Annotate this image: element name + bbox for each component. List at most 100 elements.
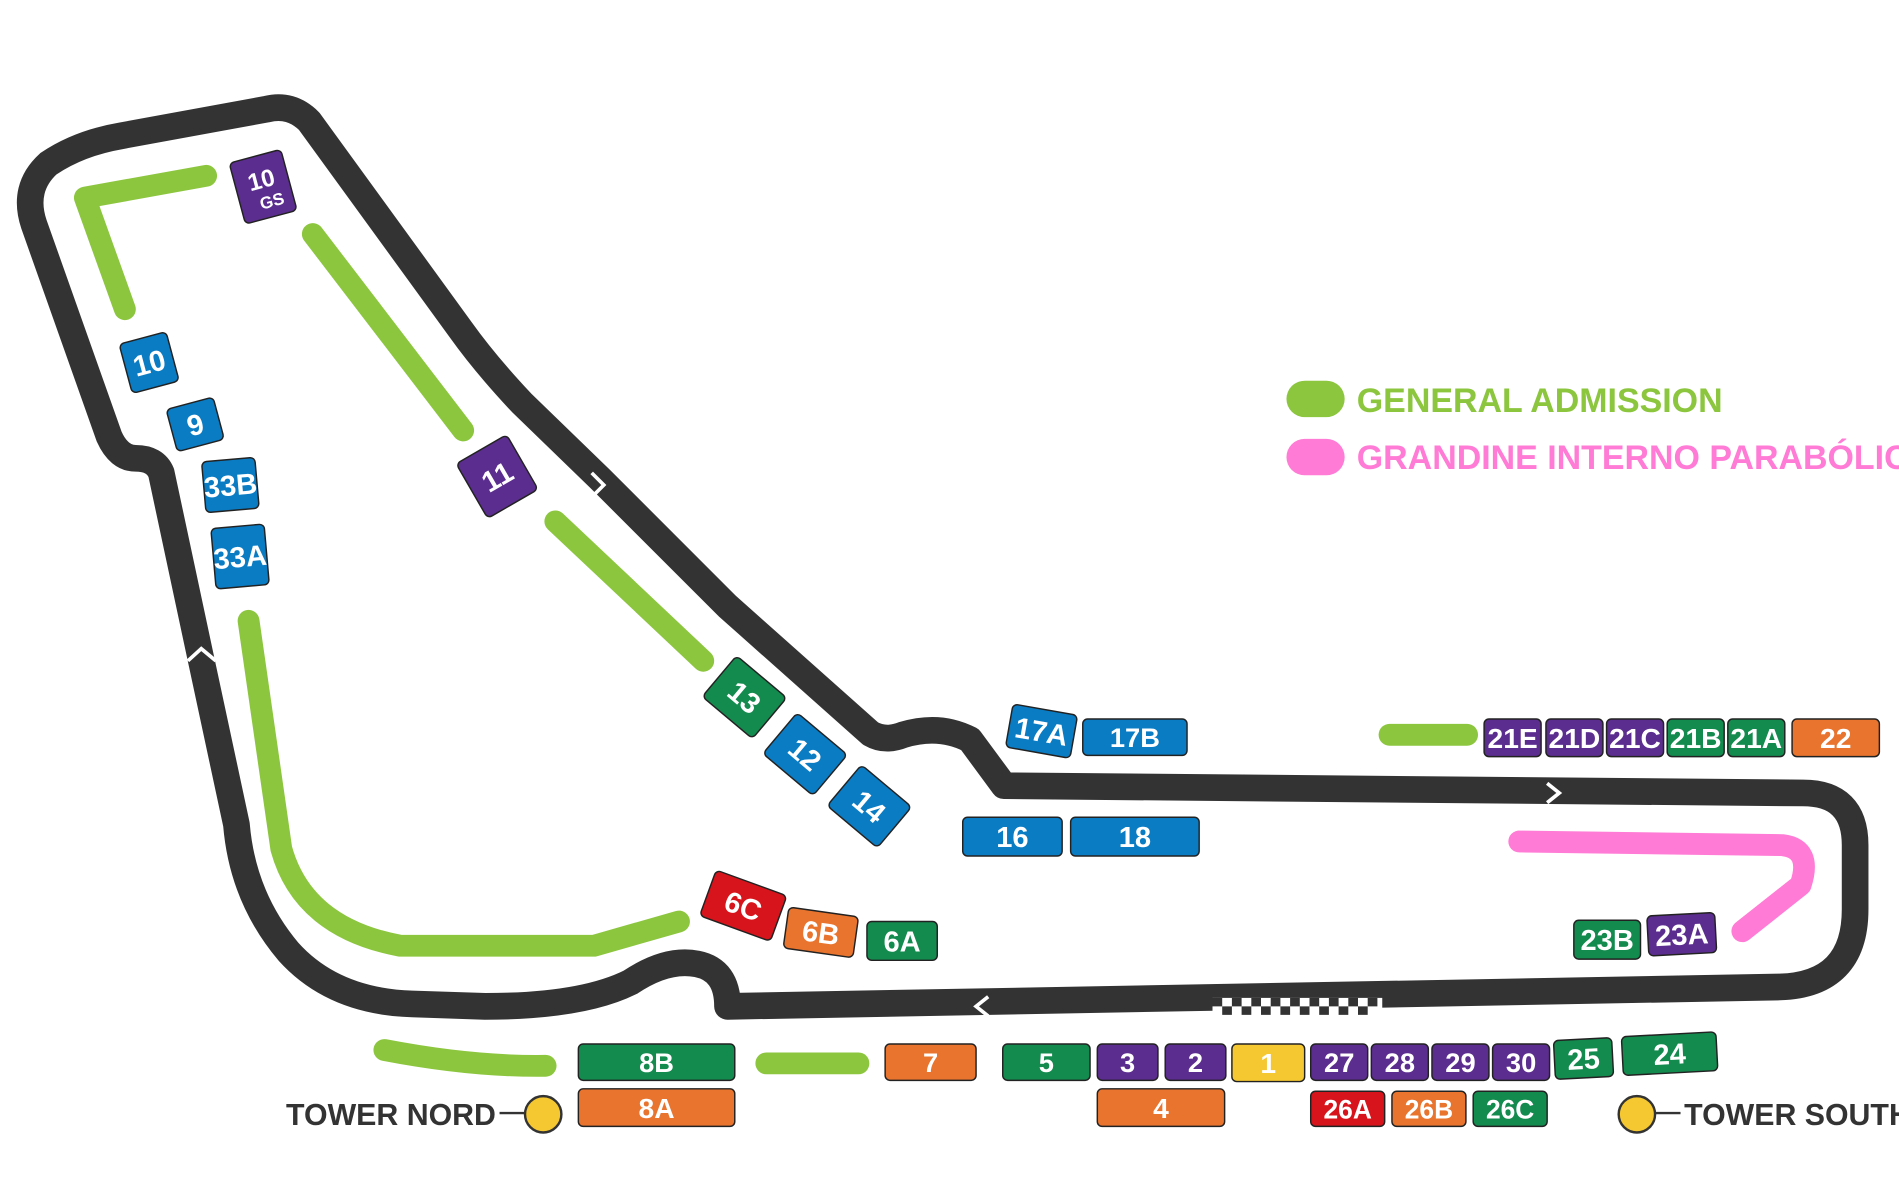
grandstand-21e[interactable]: 21E <box>1483 718 1542 758</box>
grandstand-box[interactable] <box>1483 718 1542 758</box>
grandstand-box[interactable] <box>1005 704 1078 759</box>
grandstand-box[interactable] <box>700 870 787 941</box>
tower-south-marker-icon[interactable] <box>1617 1094 1657 1134</box>
grandstand-box[interactable] <box>201 456 260 514</box>
grandstand-17a[interactable]: 17A <box>1005 704 1078 759</box>
grandstand-box[interactable] <box>577 1088 736 1128</box>
ga-zone[interactable] <box>544 510 715 672</box>
grandstand-label: 25 <box>1567 1043 1601 1077</box>
grandstand-box[interactable] <box>1002 1043 1091 1082</box>
grandstand-label: 5 <box>1039 1047 1054 1078</box>
grandstand-box[interactable] <box>827 765 911 848</box>
ga-zone[interactable] <box>373 1039 557 1077</box>
grandstand-box[interactable] <box>1431 1043 1490 1082</box>
grandstand-29[interactable]: 29 <box>1431 1043 1490 1082</box>
grandstand-33a[interactable]: 33A <box>210 523 270 590</box>
ga-zone[interactable] <box>73 164 218 321</box>
grandstand-21d[interactable]: 21D <box>1545 718 1604 758</box>
grandstand-box[interactable] <box>702 656 786 739</box>
grandstand-13[interactable]: 13 <box>702 656 786 739</box>
grandstand-21c[interactable]: 21C <box>1605 718 1665 758</box>
grandstand-8a[interactable]: 8A <box>577 1088 736 1128</box>
grandstand-box[interactable] <box>1082 718 1188 757</box>
grandstand-box[interactable] <box>1791 718 1881 758</box>
grandstand-10[interactable]: 10 <box>119 332 179 394</box>
grandstand-label: 4 <box>1153 1092 1169 1124</box>
grandstand-box[interactable] <box>229 149 297 224</box>
grandstand-box[interactable] <box>1666 718 1725 758</box>
grandstand-box[interactable] <box>577 1043 736 1082</box>
grandstand-box[interactable] <box>1491 1043 1551 1082</box>
grandstand-24[interactable]: 24 <box>1620 1031 1719 1076</box>
grandstand-23a[interactable]: 23A <box>1646 911 1718 957</box>
tower-south: TOWER SOUTH <box>1617 1094 1899 1134</box>
ga-zone[interactable] <box>301 223 475 442</box>
grandstand-11[interactable]: 11 <box>456 435 538 519</box>
grandstand-26c[interactable]: 26C <box>1472 1090 1548 1128</box>
grandstand-box[interactable] <box>1370 1043 1430 1082</box>
grandstand-box[interactable] <box>1646 911 1718 957</box>
grandstand-box[interactable] <box>763 713 847 796</box>
grandstand-box[interactable] <box>884 1043 977 1082</box>
grandstand-box[interactable] <box>166 397 224 452</box>
grandstand-box[interactable] <box>1620 1031 1719 1076</box>
grandstand-label: 28 <box>1385 1047 1415 1078</box>
grandstand-28[interactable]: 28 <box>1370 1043 1430 1082</box>
grandstand-23b[interactable]: 23B <box>1573 919 1642 960</box>
grandstand-21a[interactable]: 21A <box>1727 718 1786 758</box>
grandstand-box[interactable] <box>1727 718 1786 758</box>
grandstand-33b[interactable]: 33B <box>201 456 260 514</box>
grandstand-6b[interactable]: 6B <box>783 907 859 958</box>
grandstand-box[interactable] <box>1096 1088 1226 1128</box>
grandstand-box[interactable] <box>1309 1090 1386 1128</box>
grandstand-2[interactable]: 2 <box>1164 1043 1227 1082</box>
grandstand-14[interactable]: 14 <box>827 765 911 848</box>
grandstand-box[interactable] <box>1545 718 1604 758</box>
grandstand-22[interactable]: 22 <box>1791 718 1881 758</box>
grandstand-box[interactable] <box>1605 718 1665 758</box>
ga-zone[interactable] <box>237 609 690 957</box>
grandstand-26a[interactable]: 26A <box>1309 1090 1386 1128</box>
grandstand-box[interactable] <box>1069 816 1200 857</box>
grandstand-box[interactable] <box>1391 1090 1467 1128</box>
grandstand-18[interactable]: 18 <box>1069 816 1200 857</box>
grandstand-box[interactable] <box>1552 1037 1615 1080</box>
grandstand-6c[interactable]: 6C <box>700 870 787 941</box>
grandstand-9[interactable]: 9 <box>166 397 224 452</box>
grandstand-6a[interactable]: 6A <box>866 920 938 962</box>
general-admission-zones <box>73 164 1479 1077</box>
grandstand-box[interactable] <box>1472 1090 1548 1128</box>
grandstand-label: 29 <box>1445 1047 1475 1078</box>
grandstand-27[interactable]: 27 <box>1309 1043 1369 1082</box>
grandstand-box[interactable] <box>210 523 270 590</box>
grandstand-box[interactable] <box>456 435 538 519</box>
tower-nord-marker-icon[interactable] <box>523 1094 563 1134</box>
grandstand-3[interactable]: 3 <box>1096 1043 1159 1082</box>
grandstand-1[interactable]: 1 <box>1231 1043 1306 1083</box>
grandstand-box[interactable] <box>783 907 859 958</box>
grandstand-17b[interactable]: 17B <box>1082 718 1188 757</box>
grandstand-16[interactable]: 16 <box>961 816 1063 857</box>
grandstand-box[interactable] <box>866 920 938 962</box>
grandstand-label: 6A <box>884 926 921 958</box>
grandstand-5[interactable]: 5 <box>1002 1043 1091 1082</box>
grandstand-box[interactable] <box>1573 919 1642 960</box>
grandstand-30[interactable]: 30 <box>1491 1043 1551 1082</box>
grandstand-8b[interactable]: 8B <box>577 1043 736 1082</box>
grandstand-label: 23B <box>1580 925 1633 957</box>
grandstand-12[interactable]: 12 <box>763 713 847 796</box>
grandstand-4[interactable]: 4 <box>1096 1088 1226 1128</box>
grandstand-box[interactable] <box>1231 1043 1306 1083</box>
grandstand-box[interactable] <box>119 332 179 394</box>
grandstand-box[interactable] <box>1309 1043 1369 1082</box>
grandstand-25[interactable]: 25 <box>1552 1037 1615 1080</box>
grandstand-26b[interactable]: 26B <box>1391 1090 1467 1128</box>
grandine-zone[interactable] <box>1508 830 1815 943</box>
grandstand-7[interactable]: 7 <box>884 1043 977 1082</box>
grandstand-box[interactable] <box>1164 1043 1227 1082</box>
grandstand-box[interactable] <box>961 816 1063 857</box>
grandstand-box[interactable] <box>1096 1043 1159 1082</box>
grandstand-21b[interactable]: 21B <box>1666 718 1725 758</box>
